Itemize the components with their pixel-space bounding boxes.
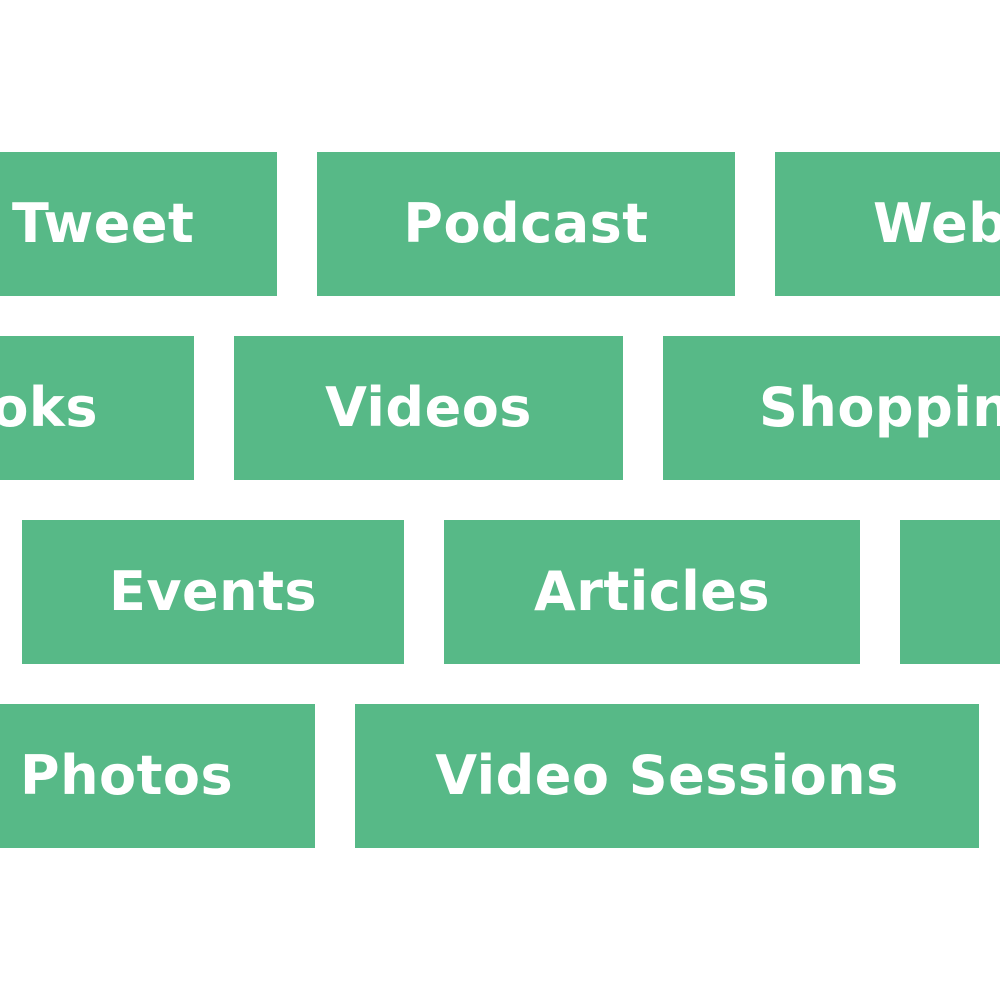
tile-label: Video Sessions	[435, 744, 899, 807]
tile-label: Shopping	[759, 376, 1000, 439]
tile-label: Photos	[20, 744, 234, 807]
tile-label: Web	[873, 192, 1000, 255]
tile-label: Articles	[533, 560, 771, 623]
tile-photos[interactable]: Photos	[0, 704, 315, 848]
tile-label: Tweet	[12, 192, 195, 255]
tile-shopping[interactable]: Shopping	[663, 336, 1000, 480]
tile-tweet[interactable]: Tweet	[0, 152, 277, 296]
tile-articles[interactable]: Articles	[444, 520, 860, 664]
tile-video-sessions[interactable]: Video Sessions	[355, 704, 979, 848]
tile-label: Podcast	[403, 192, 649, 255]
tile-label: Events	[108, 560, 318, 623]
tile-events[interactable]: Events	[22, 520, 404, 664]
tile-label: Videos	[325, 376, 532, 439]
tile-videos[interactable]: Videos	[234, 336, 623, 480]
tile-label: Books	[0, 376, 98, 439]
tile-books[interactable]: Books	[0, 336, 194, 480]
tile-podcast[interactable]: Podcast	[317, 152, 735, 296]
tile-offscreen[interactable]	[900, 520, 1000, 664]
tile-web[interactable]: Web	[775, 152, 1000, 296]
